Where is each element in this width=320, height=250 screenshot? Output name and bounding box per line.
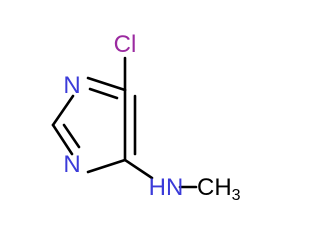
bond-c2-n3-inner <box>62 123 81 149</box>
bond-c2-n3 <box>51 123 74 156</box>
bond-n1-c2 <box>51 94 75 127</box>
molecule-structure-diagram: Cl N N HN CH3 <box>51 31 241 204</box>
bond-c6-n1-inner <box>88 87 119 100</box>
bond-c4-nh <box>123 158 154 180</box>
bond-c6-n1 <box>86 76 127 92</box>
bonds <box>51 56 198 189</box>
bond-n3-c4 <box>86 158 127 174</box>
atom-chlorine-label: Cl <box>114 31 137 58</box>
atom-n3-label: N <box>63 151 80 178</box>
atom-ch3-label: CH3 <box>197 174 241 204</box>
atom-ch3-main: CH <box>197 174 232 201</box>
atom-n1-label: N <box>63 72 80 99</box>
atom-labels: Cl N N HN CH3 <box>63 31 240 204</box>
atom-nh-label: HN <box>149 174 184 201</box>
atom-ch3-subscript: 3 <box>232 187 241 204</box>
